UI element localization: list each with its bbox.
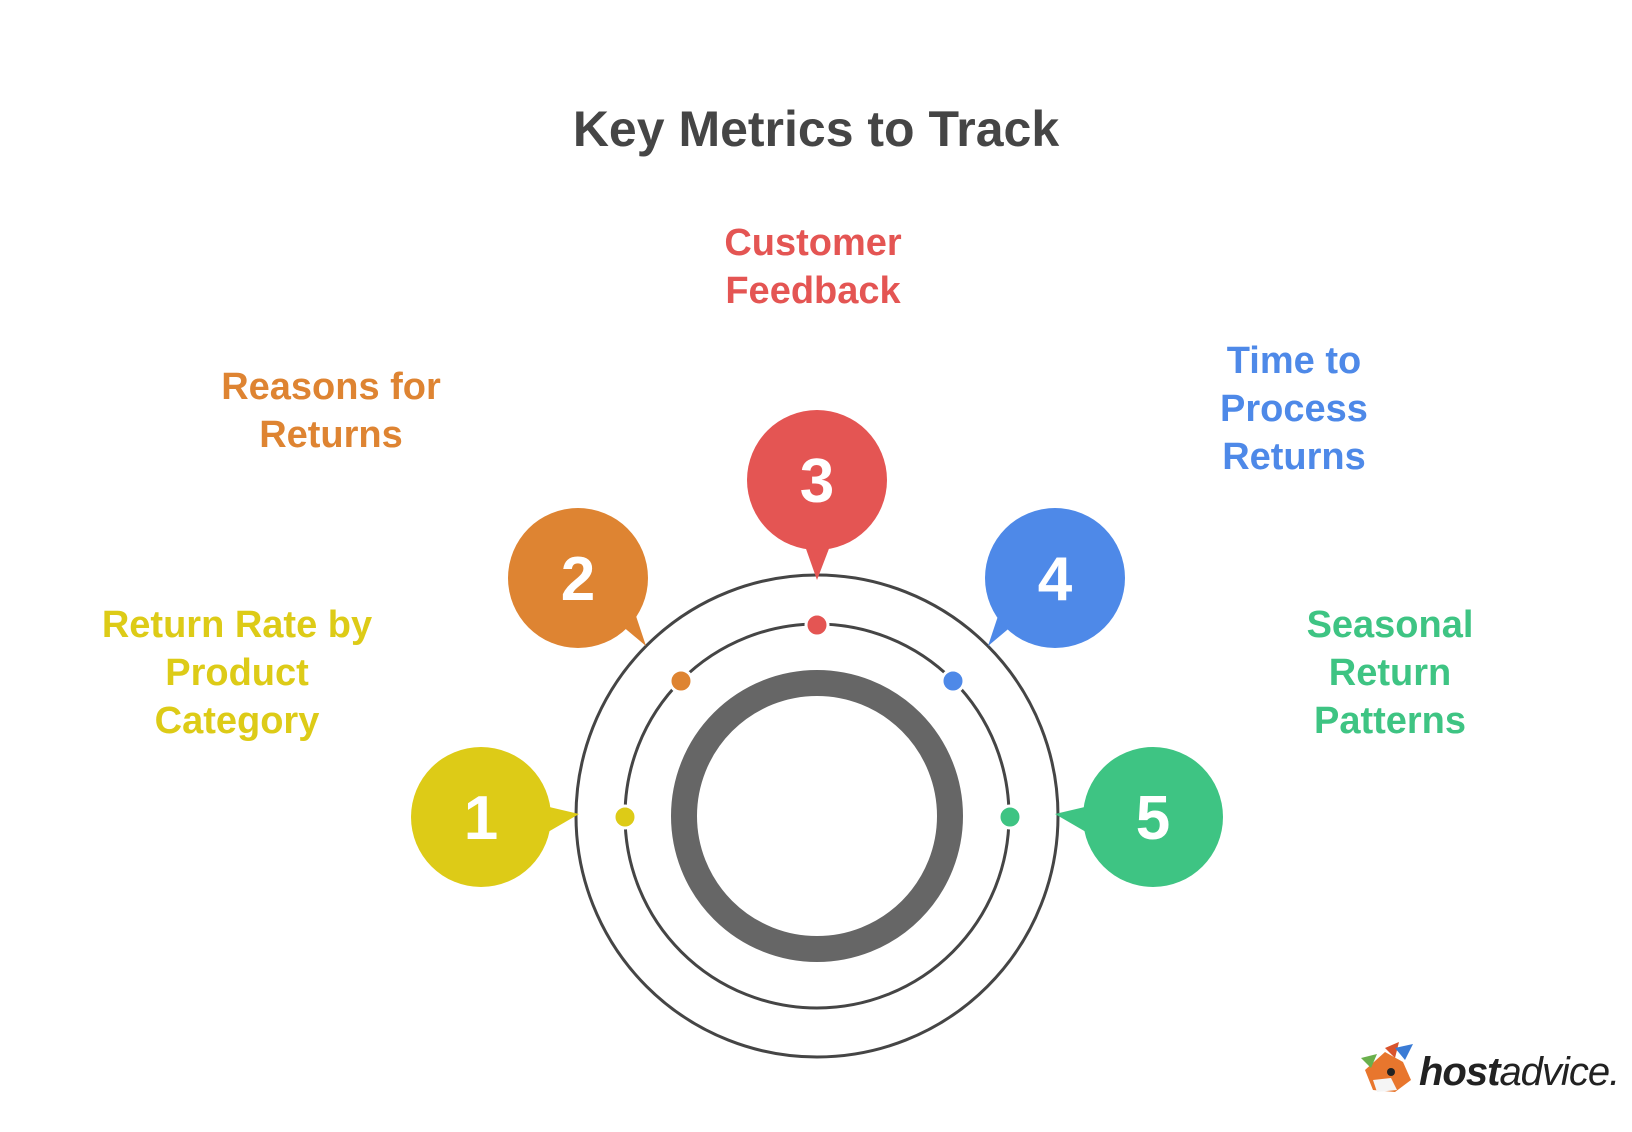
metric-1-bubble-circle [411, 747, 551, 887]
center-hub [671, 670, 963, 962]
metric-1-label-line: Product [165, 652, 309, 694]
metric-1-bubble-pointer [545, 806, 579, 832]
metric-1-marker-dot [612, 804, 638, 830]
metric-5-label-line: Seasonal [1306, 604, 1474, 646]
metric-1-bubble: 1 [411, 747, 579, 887]
metric-2-label-line: Reasons for [221, 366, 441, 408]
metric-3-label-line: Customer [724, 222, 902, 264]
logo-wordmark: hostadvice. [1419, 1050, 1620, 1095]
logo-advice-text: advice. [1499, 1050, 1620, 1094]
metric-5-bubble-pointer [1055, 806, 1089, 832]
metric-5-number: 5 [1136, 784, 1170, 853]
metric-5-label-line: Return [1328, 652, 1452, 694]
metric-5-label-line: Patterns [1313, 700, 1467, 742]
metric-2-bubble: 2 [508, 508, 648, 648]
metric-3-label-line: Feedback [725, 270, 901, 312]
metric-2-bubble-circle [508, 508, 648, 648]
metric-5-bubble-circle [1083, 747, 1223, 887]
metric-4-number: 4 [1038, 545, 1073, 614]
logo-host-text: host [1419, 1050, 1500, 1094]
metric-3-marker-dot [804, 612, 830, 638]
metric-1-number: 1 [464, 784, 498, 853]
metric-5-marker-dot [997, 804, 1023, 830]
metric-5-bubble: 5 [1055, 747, 1223, 887]
metric-4-marker-dot [940, 668, 966, 694]
metric-4-label-line: Process [1220, 388, 1368, 430]
metric-3-bubble-pointer [805, 546, 830, 580]
metric-4-label-line: Time to [1226, 340, 1362, 382]
metric-3-bubble-circle [747, 410, 887, 550]
metric-2-marker-dot [668, 668, 694, 694]
metric-2-label-line: Returns [259, 414, 403, 456]
outer-ring [574, 573, 1060, 1059]
metric-4-label-line: Returns [1222, 436, 1366, 478]
metric-4-bubble-circle [985, 508, 1125, 648]
hostadvice-logo: hostadvice. [1355, 1040, 1620, 1112]
metric-3-number: 3 [800, 447, 834, 516]
fox-mascot-icon [1361, 1042, 1413, 1092]
metric-1-label-line: Return Rate by [101, 604, 373, 646]
metric-4-bubble: 4 [985, 508, 1125, 648]
metric-1-label-line: Category [154, 700, 320, 742]
page-title: Key Metrics to Track [572, 101, 1060, 157]
metric-2-number: 2 [561, 545, 595, 614]
metric-3-bubble: 3 [747, 410, 887, 580]
